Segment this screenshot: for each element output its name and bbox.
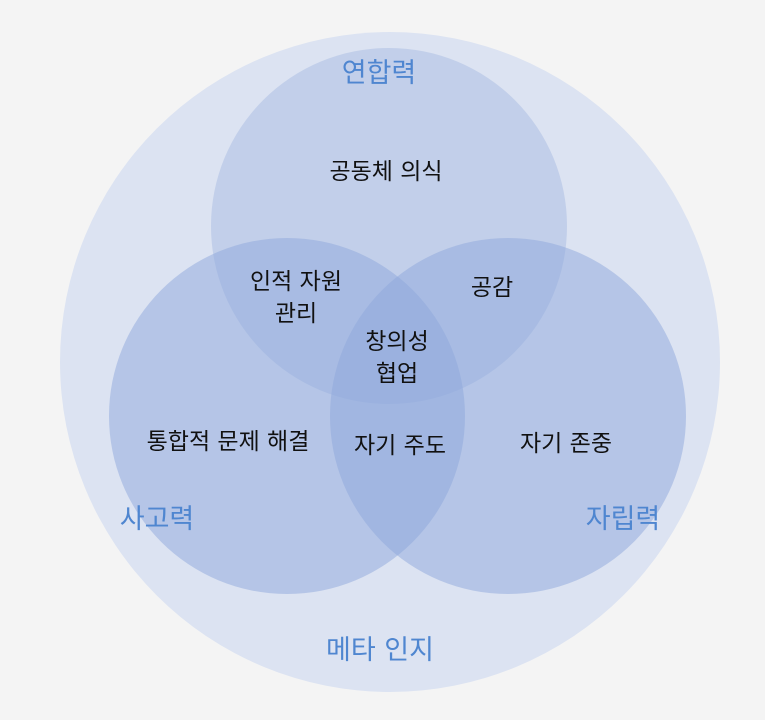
label-top-circle: 연합력 xyxy=(341,58,417,90)
region-left-only: 통합적 문제 해결 xyxy=(146,428,310,455)
circle-right-independence xyxy=(330,238,686,594)
label-right-circle: 자립력 xyxy=(585,504,661,536)
region-right-only: 자기 존중 xyxy=(520,430,612,457)
label-left-circle: 사고력 xyxy=(119,504,195,536)
label-outer-circle: 메타 인지 xyxy=(326,635,434,667)
region-top-left: 인적 자원 관리 xyxy=(250,268,342,327)
region-top-only: 공동체 의식 xyxy=(329,158,443,185)
region-top-right: 공감 xyxy=(470,274,514,301)
region-center: 창의성 협업 xyxy=(365,328,429,387)
region-left-right: 자기 주도 xyxy=(354,432,446,459)
